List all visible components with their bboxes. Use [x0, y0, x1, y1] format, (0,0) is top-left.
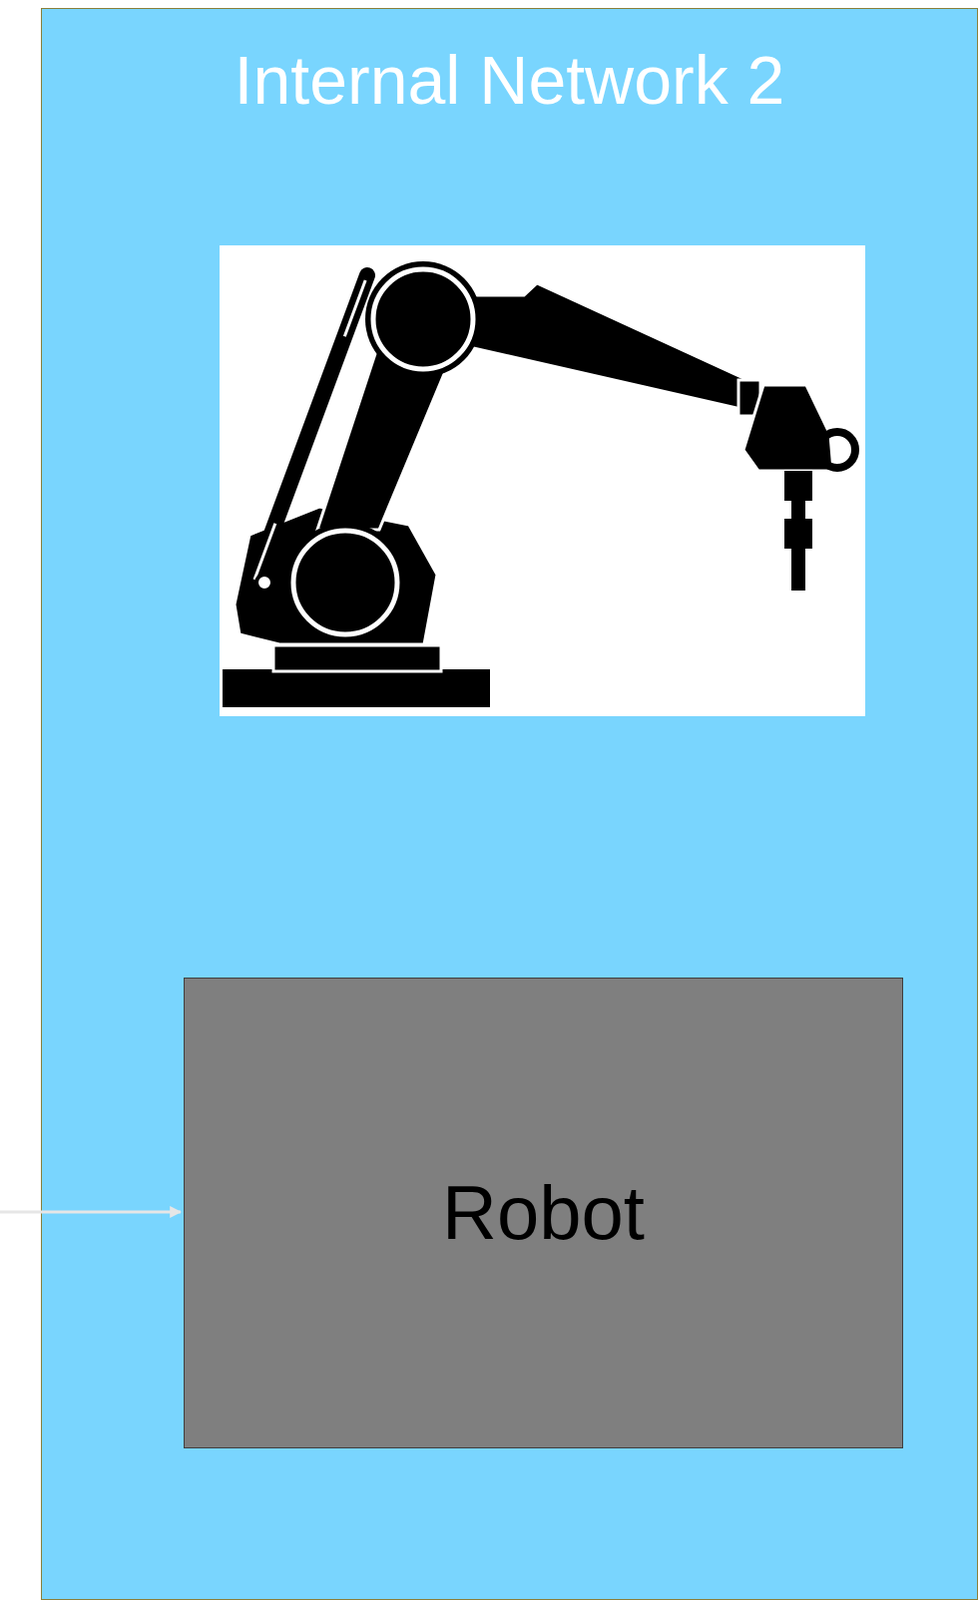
incoming-link-arrow	[0, 1211, 181, 1215]
robot-arm-illustration	[219, 245, 866, 717]
robot-base	[222, 669, 490, 708]
node-label: Robot	[442, 1171, 645, 1256]
robot-tool	[791, 500, 806, 519]
robot-wrist-hook	[819, 432, 856, 469]
robot-upper-joint	[365, 261, 482, 378]
robot-lower-joint	[285, 522, 406, 643]
robot-lower-joint-ring	[293, 530, 398, 635]
robot-tool-tip	[791, 548, 806, 591]
illustration-background	[219, 245, 866, 717]
robot-upper-joint-ring	[373, 269, 474, 370]
network-title: Internal Network 2	[41, 42, 978, 118]
robot-upper-arm	[469, 283, 759, 414]
text-holder: Robot	[184, 978, 903, 1449]
device-box: Robot	[183, 978, 904, 1450]
robot-tool	[784, 471, 813, 501]
robot-housing	[234, 506, 438, 645]
text-holder: Internal Network 2	[41, 42, 978, 118]
robot-base-plate	[273, 645, 442, 672]
robot-tool	[784, 518, 813, 549]
robot-pivot	[256, 574, 273, 591]
